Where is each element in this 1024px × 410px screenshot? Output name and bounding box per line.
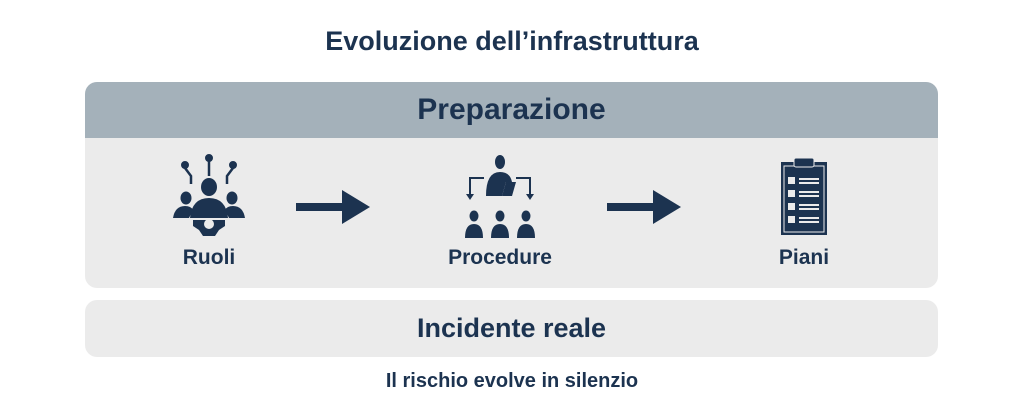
preparation-header: Preparazione <box>85 82 938 138</box>
arrow-right-icon <box>296 190 370 224</box>
clipboard-checklist-icon <box>781 157 827 235</box>
incident-box: Incidente reale <box>85 300 938 357</box>
team-gear-icon <box>173 154 245 236</box>
presenter-team-icon <box>465 155 535 238</box>
arrow-right-icon <box>607 190 681 224</box>
diagram-title: Evoluzione dell’infrastruttura <box>325 26 699 56</box>
footer-caption: Il rischio evolve in silenzio <box>385 370 639 392</box>
step-label-piani: Piani <box>778 246 830 269</box>
step-label-ruoli: Ruoli <box>182 246 236 269</box>
preparation-panel: Preparazione Ruoli Procedure <box>85 82 938 288</box>
step-label-procedure: Procedure <box>448 246 552 269</box>
